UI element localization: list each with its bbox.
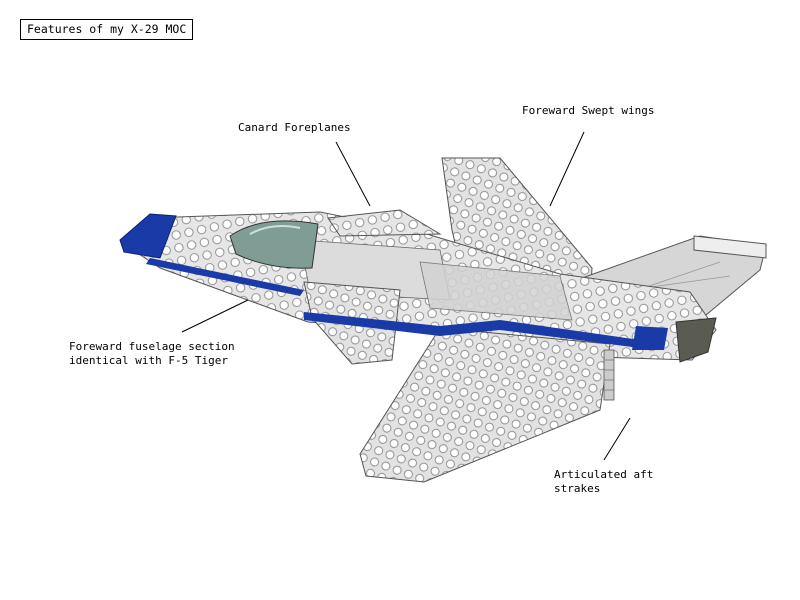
cockpit-canopy [229,220,319,269]
label-canard-foreplanes: Canard Foreplanes [238,121,351,134]
label-strakes-line-2: strakes [554,482,601,495]
leader-line-strakes [603,417,631,461]
diagram-title: Features of my X-29 MOC [20,19,194,40]
leader-line-wings [549,131,585,207]
label-fuselage-line-1: Foreward fuselage section [69,340,235,353]
leader-line-fuselage [181,299,249,333]
lower-forward-swept-wing [359,327,611,483]
label-forward-swept-wings: Foreward Swept wings [522,104,655,117]
label-articulated-strakes: Articulated aft strakes [554,468,653,496]
blue-fuselage-stripe [119,213,668,350]
label-forward-fuselage: Foreward fuselage section identical with… [69,340,235,368]
label-strakes-line-1: Articulated aft [554,468,654,481]
engine-nozzle [675,317,717,363]
aft-strake [603,349,615,401]
leader-line-canard [335,141,371,207]
label-fuselage-line-2: identical with F-5 Tiger [69,354,228,367]
